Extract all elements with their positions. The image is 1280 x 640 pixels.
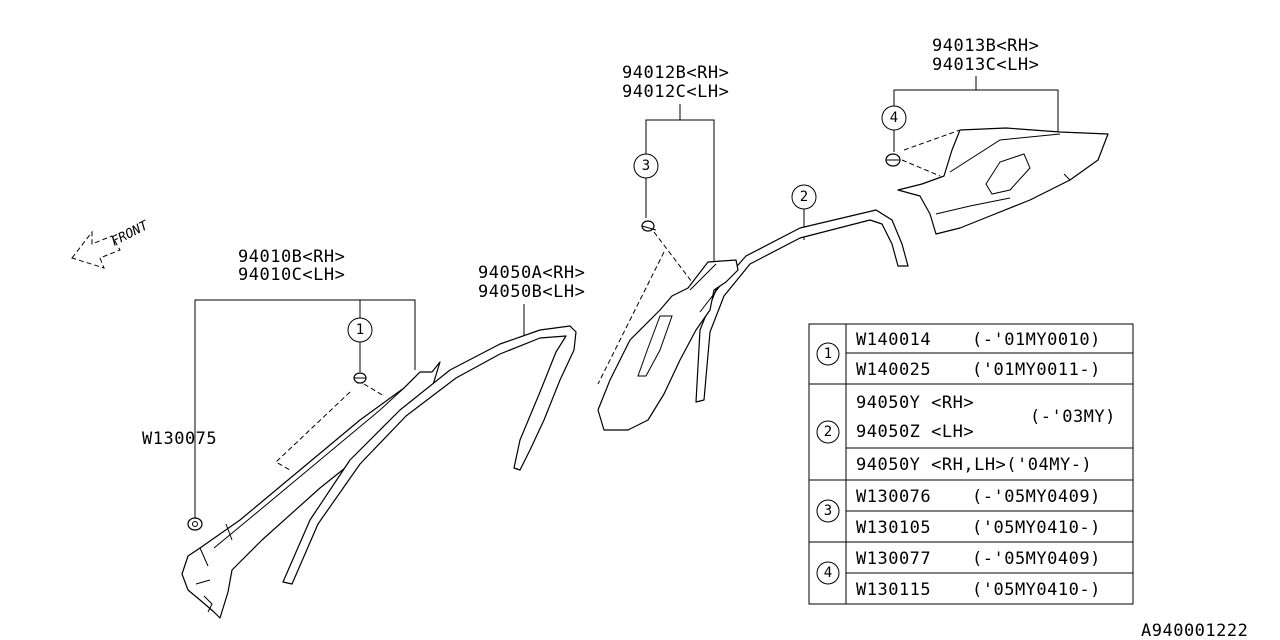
callout-2: 2 <box>791 184 817 210</box>
svg-text:3: 3 <box>642 158 650 174</box>
legend-group-2: 2 94050Y <RH> 94050Z <LH> (-'03MY) 94050… <box>816 393 1116 475</box>
label-94012-rh: 94012B<RH> <box>622 63 729 83</box>
front-label: FRONT <box>109 218 152 250</box>
front-arrow-icon <box>71 230 121 269</box>
legend-table: 1 W140014 (-'01MY0010) W140025 ('01MY001… <box>808 323 1134 605</box>
legend-part: W130115 <box>856 580 931 600</box>
legend-note: (-'05MY0409) <box>972 549 1101 569</box>
legend-part: 94050Y <RH> <box>856 393 974 413</box>
clip-w130075-icon <box>187 517 203 531</box>
callout-1: 1 <box>347 317 373 343</box>
label-94012-lh: 94012C<LH> <box>622 82 729 102</box>
legend-note: (-'01MY0010) <box>972 330 1101 350</box>
legend-note: (-'03MY) <box>1030 407 1116 427</box>
legend-note: ('01MY0011-) <box>972 360 1101 380</box>
legend-part: 94050Y <RH,LH>('04MY-) <box>856 455 1092 475</box>
svg-text:2: 2 <box>800 189 808 205</box>
label-94010: 94010B<RH> 94010C<LH> <box>238 247 345 285</box>
legend-group-3: 3 W130076 (-'05MY0409) W130105 ('05MY041… <box>816 487 1101 538</box>
part-94050y-strip <box>695 209 909 403</box>
legend-num-2: 2 <box>824 424 832 440</box>
part-94050-weatherstrip <box>282 325 577 585</box>
legend-group-1: 1 W140014 (-'01MY0010) W140025 ('01MY001… <box>816 330 1101 380</box>
legend-part: W130076 <box>856 487 931 507</box>
label-w130075: W130075 <box>142 429 217 449</box>
legend-part: W140014 <box>856 330 931 350</box>
legend-note: ('05MY0410-) <box>972 580 1101 600</box>
label-94013-lh: 94013C<LH> <box>932 55 1039 75</box>
label-94050: 94050A<RH> 94050B<LH> <box>478 263 585 302</box>
legend-part: W130077 <box>856 549 931 569</box>
legend-num-1: 1 <box>824 346 832 362</box>
label-94013: 94013B<RH> 94013C<LH> <box>932 36 1039 75</box>
legend-group-4: 4 W130077 (-'05MY0409) W130115 ('05MY041… <box>816 549 1101 600</box>
legend-part: W140025 <box>856 360 931 380</box>
legend-part: 94050Z <LH> <box>856 422 974 442</box>
label-94050-rh: 94050A<RH> <box>478 263 585 283</box>
part-94013-trim <box>897 127 1109 235</box>
svg-text:4: 4 <box>890 110 898 126</box>
svg-text:1: 1 <box>356 322 364 338</box>
legend-note: ('05MY0410-) <box>972 518 1101 538</box>
label-94013-rh: 94013B<RH> <box>932 36 1039 56</box>
callout-4: 4 <box>881 105 907 131</box>
legend-note: (-'05MY0409) <box>972 487 1101 507</box>
legend-num-4: 4 <box>824 565 832 581</box>
clip-w130077-icon <box>885 153 901 167</box>
label-94050-lh: 94050B<LH> <box>478 282 585 302</box>
label-94010-lh: 94010C<LH> <box>238 265 345 285</box>
label-94010-rh: 94010B<RH> <box>238 247 345 267</box>
legend-num-3: 3 <box>824 503 832 519</box>
clip-w140014-icon <box>353 372 367 384</box>
part-94010-garnish <box>181 361 441 619</box>
diagram-id: A940001222 <box>1141 621 1248 640</box>
label-94012: 94012B<RH> 94012C<LH> <box>622 63 729 102</box>
callout-3: 3 <box>633 153 659 179</box>
legend-part: W130105 <box>856 518 931 538</box>
part-94012-trim <box>597 259 739 431</box>
clip-w130076-icon <box>641 220 657 232</box>
